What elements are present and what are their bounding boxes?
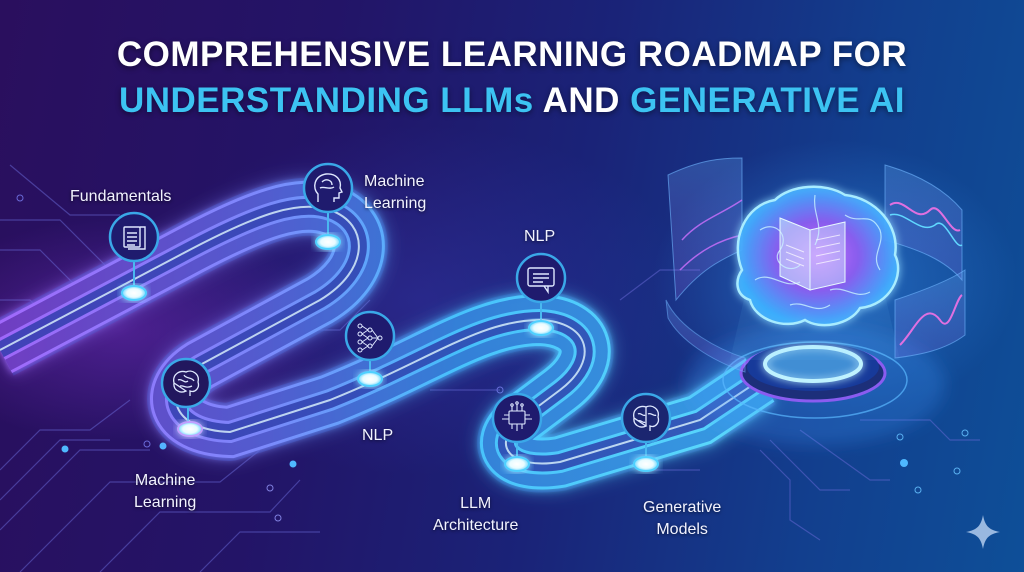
chip-icon (502, 401, 532, 431)
title-highlight-generative-ai: GENERATIVE AI (630, 81, 906, 120)
milestone-node-machine-learning-bottom (160, 357, 212, 437)
label-line: NLP (524, 228, 556, 245)
label-fundamentals-text: Fundamentals (70, 188, 172, 205)
label-llm-architecture: LLM Architecture (433, 493, 518, 537)
label-generative-models: Generative Models (643, 497, 721, 541)
label-line: Models (656, 521, 708, 538)
title-and: AND (533, 81, 631, 120)
milestone-nodes (108, 162, 672, 472)
milestone-node-nlp-top (515, 252, 567, 336)
label-fundamentals: Fundamentals (70, 186, 171, 208)
title-line-2: UNDERSTANDING LLMs AND GENERATIVE AI (0, 83, 1024, 118)
milestone-node-nlp-bottom (344, 310, 396, 387)
milestone-node-generative-models (620, 392, 672, 472)
document-icon (123, 226, 146, 250)
neural-network-icon (357, 323, 383, 353)
title-highlight-llms: UNDERSTANDING LLMs (118, 81, 534, 120)
brain-icon (173, 370, 200, 396)
label-line: Machine (364, 173, 425, 190)
label-line: LLM (460, 495, 492, 512)
label-machine-learning-bottom: Machine Learning (134, 470, 196, 514)
label-nlp-top: NLP (524, 226, 555, 248)
label-line: Architecture (433, 517, 519, 534)
title-line-1: COMPREHENSIVE LEARNING ROADMAP FOR (116, 35, 908, 74)
label-line: NLP (362, 427, 394, 444)
label-line: Learning (364, 195, 427, 212)
hero-brain (665, 157, 966, 445)
label-nlp-bottom: NLP (362, 425, 393, 447)
label-line: Generative (643, 499, 722, 516)
sparkle-icon (966, 515, 1000, 549)
label-line: Learning (134, 494, 197, 511)
head-brain-icon (314, 173, 343, 202)
label-machine-learning-top: Machine Learning (364, 171, 426, 215)
label-line: Machine (134, 472, 196, 489)
milestone-node-fundamentals (108, 211, 160, 301)
brain-icon (633, 405, 660, 431)
milestone-node-machine-learning-top (302, 162, 354, 250)
chat-bubble-icon (527, 267, 555, 295)
milestone-node-llm-architecture (491, 392, 543, 472)
